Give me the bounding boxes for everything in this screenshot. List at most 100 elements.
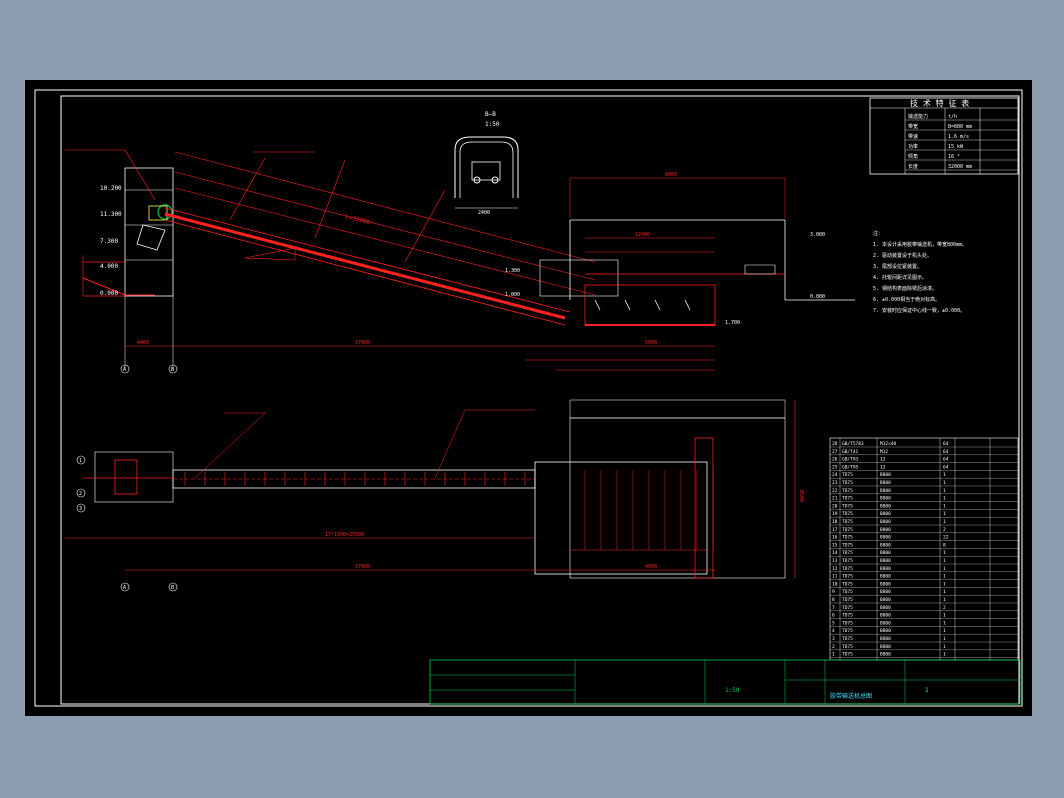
bom-qty: 64 bbox=[943, 449, 949, 455]
bom-qty: 22 bbox=[943, 535, 949, 541]
bom-code: TD75 bbox=[842, 620, 853, 626]
bom-name: 12 bbox=[880, 464, 886, 470]
total-span: 37000 bbox=[355, 340, 370, 346]
note-line: 4. 托辊间距详见图示。 bbox=[873, 274, 927, 281]
bom-no: 16 bbox=[832, 535, 838, 541]
left-span: 4400 bbox=[137, 340, 149, 346]
bom-qty: 8 bbox=[943, 542, 946, 548]
bom-qty: 1 bbox=[943, 613, 946, 619]
bom-name: 12 bbox=[880, 457, 886, 463]
bom-name: B800 bbox=[880, 574, 891, 580]
bom-no: 13 bbox=[832, 558, 838, 564]
bom-name: B800 bbox=[880, 605, 891, 611]
outer-frame bbox=[34, 89, 1023, 707]
bom-no: 11 bbox=[832, 574, 838, 580]
bom-no: 10 bbox=[832, 581, 838, 587]
bom-name: B800 bbox=[880, 628, 891, 634]
bom-qty: 1 bbox=[943, 472, 946, 478]
spec-label: 功率 bbox=[908, 143, 918, 150]
bom-code: TD75 bbox=[842, 472, 853, 478]
bom-qty: 1 bbox=[943, 620, 946, 626]
bom-name: B800 bbox=[880, 535, 891, 541]
bom-no: 25 bbox=[832, 464, 838, 470]
bom-code: TD75 bbox=[842, 566, 853, 572]
bom-no: 6 bbox=[832, 613, 835, 619]
bom-qty: 64 bbox=[943, 457, 949, 463]
bom-name: B800 bbox=[880, 636, 891, 642]
axis-marker-row-3 bbox=[76, 503, 86, 513]
bom-code: GB/T93 bbox=[842, 457, 859, 463]
bom-qty: 1 bbox=[943, 550, 946, 556]
top-width: 8000 bbox=[665, 172, 677, 178]
bom-code: TD75 bbox=[842, 613, 853, 619]
axis-marker-upper-left bbox=[120, 364, 130, 374]
bom-code: TD75 bbox=[842, 628, 853, 634]
axis-marker-upper-right bbox=[168, 364, 178, 374]
spec-title: 技 术 特 征 表 bbox=[910, 98, 969, 108]
section-width: 2400 bbox=[478, 210, 490, 216]
bom-no: 18 bbox=[832, 519, 838, 525]
bom-no: 17 bbox=[832, 527, 838, 533]
sheet-number: 1 bbox=[925, 687, 929, 694]
bom-qty: 1 bbox=[943, 636, 946, 642]
elev-4: 4.000 bbox=[100, 263, 118, 270]
axis-row-2: 2 bbox=[79, 491, 82, 497]
bom-no: 15 bbox=[832, 542, 838, 548]
elev-5: 0.000 bbox=[100, 290, 118, 297]
bom-code: GB/T41 bbox=[842, 449, 859, 455]
bom-no: 9 bbox=[832, 589, 835, 595]
bom-qty: 2 bbox=[943, 527, 946, 533]
bom-code: TD75 bbox=[842, 488, 853, 494]
bom-code: TD75 bbox=[842, 597, 853, 603]
bom-name: B800 bbox=[880, 542, 891, 548]
bom-no: 12 bbox=[832, 566, 838, 572]
elev-3: 7.300 bbox=[100, 238, 118, 245]
bom-qty: 1 bbox=[943, 597, 946, 603]
bom-qty: 1 bbox=[943, 566, 946, 572]
section-title: B—B bbox=[485, 111, 496, 118]
bom-no: 14 bbox=[832, 550, 838, 556]
bom-code: TD75 bbox=[842, 581, 853, 587]
bom-name: B800 bbox=[880, 613, 891, 619]
section-scale: 1:50 bbox=[485, 121, 500, 128]
plan-span: 17*1500=25500 bbox=[325, 532, 364, 538]
bom-name: B800 bbox=[880, 644, 891, 650]
elev-right-1: 3.000 bbox=[810, 232, 825, 238]
spec-label: 输送能力 bbox=[908, 113, 928, 120]
notes: 注：1. 本设计采用胶带输送机，带宽800mm。2. 驱动装置设于机头处。3. … bbox=[873, 230, 967, 314]
bom-qty: 1 bbox=[943, 574, 946, 580]
bom-name: B800 bbox=[880, 480, 891, 486]
bom-name: B800 bbox=[880, 550, 891, 556]
spec-label: 倾角 bbox=[908, 153, 918, 160]
drawing-scale: 1:50 bbox=[725, 687, 740, 694]
bom-no: 7 bbox=[832, 605, 835, 611]
bom-no: 4 bbox=[832, 628, 835, 634]
bom-code: TD75 bbox=[842, 511, 853, 517]
bom-qty: 1 bbox=[943, 652, 946, 658]
bom-code: TD75 bbox=[842, 644, 853, 650]
note-line: 注： bbox=[873, 230, 883, 237]
axis-marker-row-1 bbox=[76, 455, 86, 465]
bom-code: TD75 bbox=[842, 550, 853, 556]
bom-name: B800 bbox=[880, 519, 891, 525]
bom-no: 28 bbox=[832, 441, 838, 447]
bom-qty: 1 bbox=[943, 519, 946, 525]
bom-qty: 1 bbox=[943, 581, 946, 587]
axis-label-plan-right: B bbox=[171, 585, 174, 591]
elev-mid-1: 1.300 bbox=[505, 268, 520, 274]
plan-height: 8500 bbox=[798, 490, 804, 502]
plan-view: 17*1500=25500 37000 4000 8500 1 2 3 A B bbox=[65, 399, 804, 592]
bom-code: TD75 bbox=[842, 480, 853, 486]
bom-name: B800 bbox=[880, 503, 891, 509]
bom-name: B800 bbox=[880, 488, 891, 494]
bom-no: 27 bbox=[832, 449, 838, 455]
axis-label-plan-left: A bbox=[123, 585, 126, 591]
bom-code: TD75 bbox=[842, 496, 853, 502]
elev-right-2: 0.000 bbox=[810, 294, 825, 300]
elevation-view: 10.200 11.300 7.300 4.000 0.000 L=32000 bbox=[65, 149, 855, 374]
bom-code: TD75 bbox=[842, 589, 853, 595]
bom-no: 3 bbox=[832, 636, 835, 642]
bom-no: 24 bbox=[832, 472, 838, 478]
